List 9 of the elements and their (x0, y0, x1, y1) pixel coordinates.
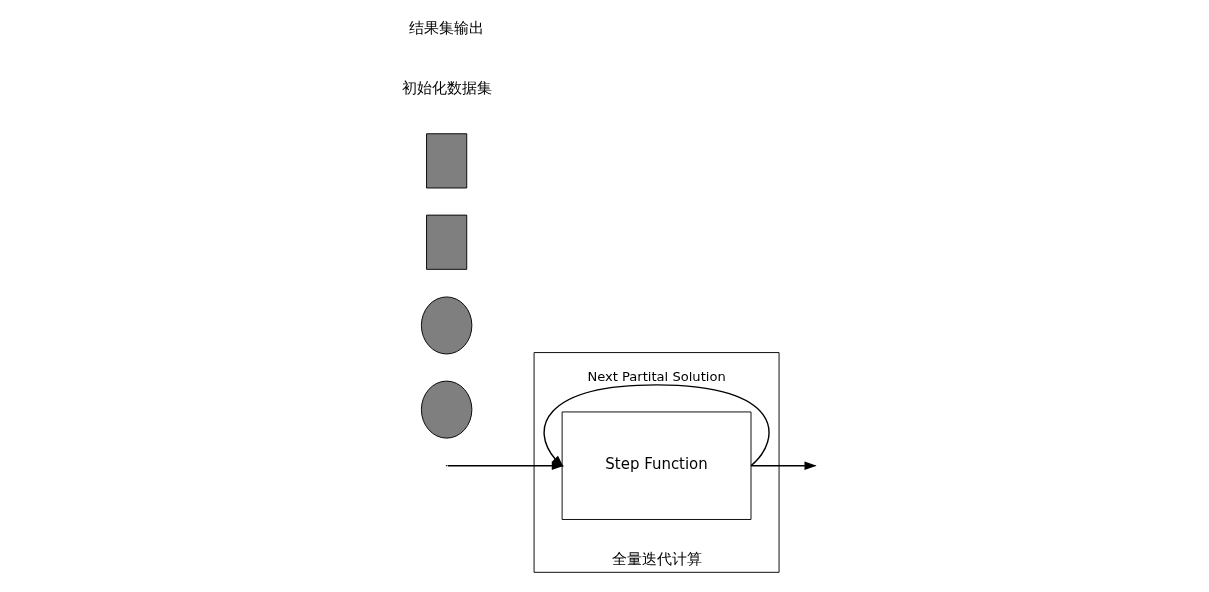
node-circle (420, 380, 472, 439)
edge-label: Next Partital Solution (586, 369, 726, 385)
arrow (749, 461, 817, 470)
node-box (425, 133, 467, 189)
node-box: Step Function (561, 411, 751, 520)
node-box (425, 214, 467, 270)
node-circle (420, 296, 472, 355)
label: 结果集输出 (408, 18, 484, 37)
label: 初始化数据集 (401, 79, 492, 98)
